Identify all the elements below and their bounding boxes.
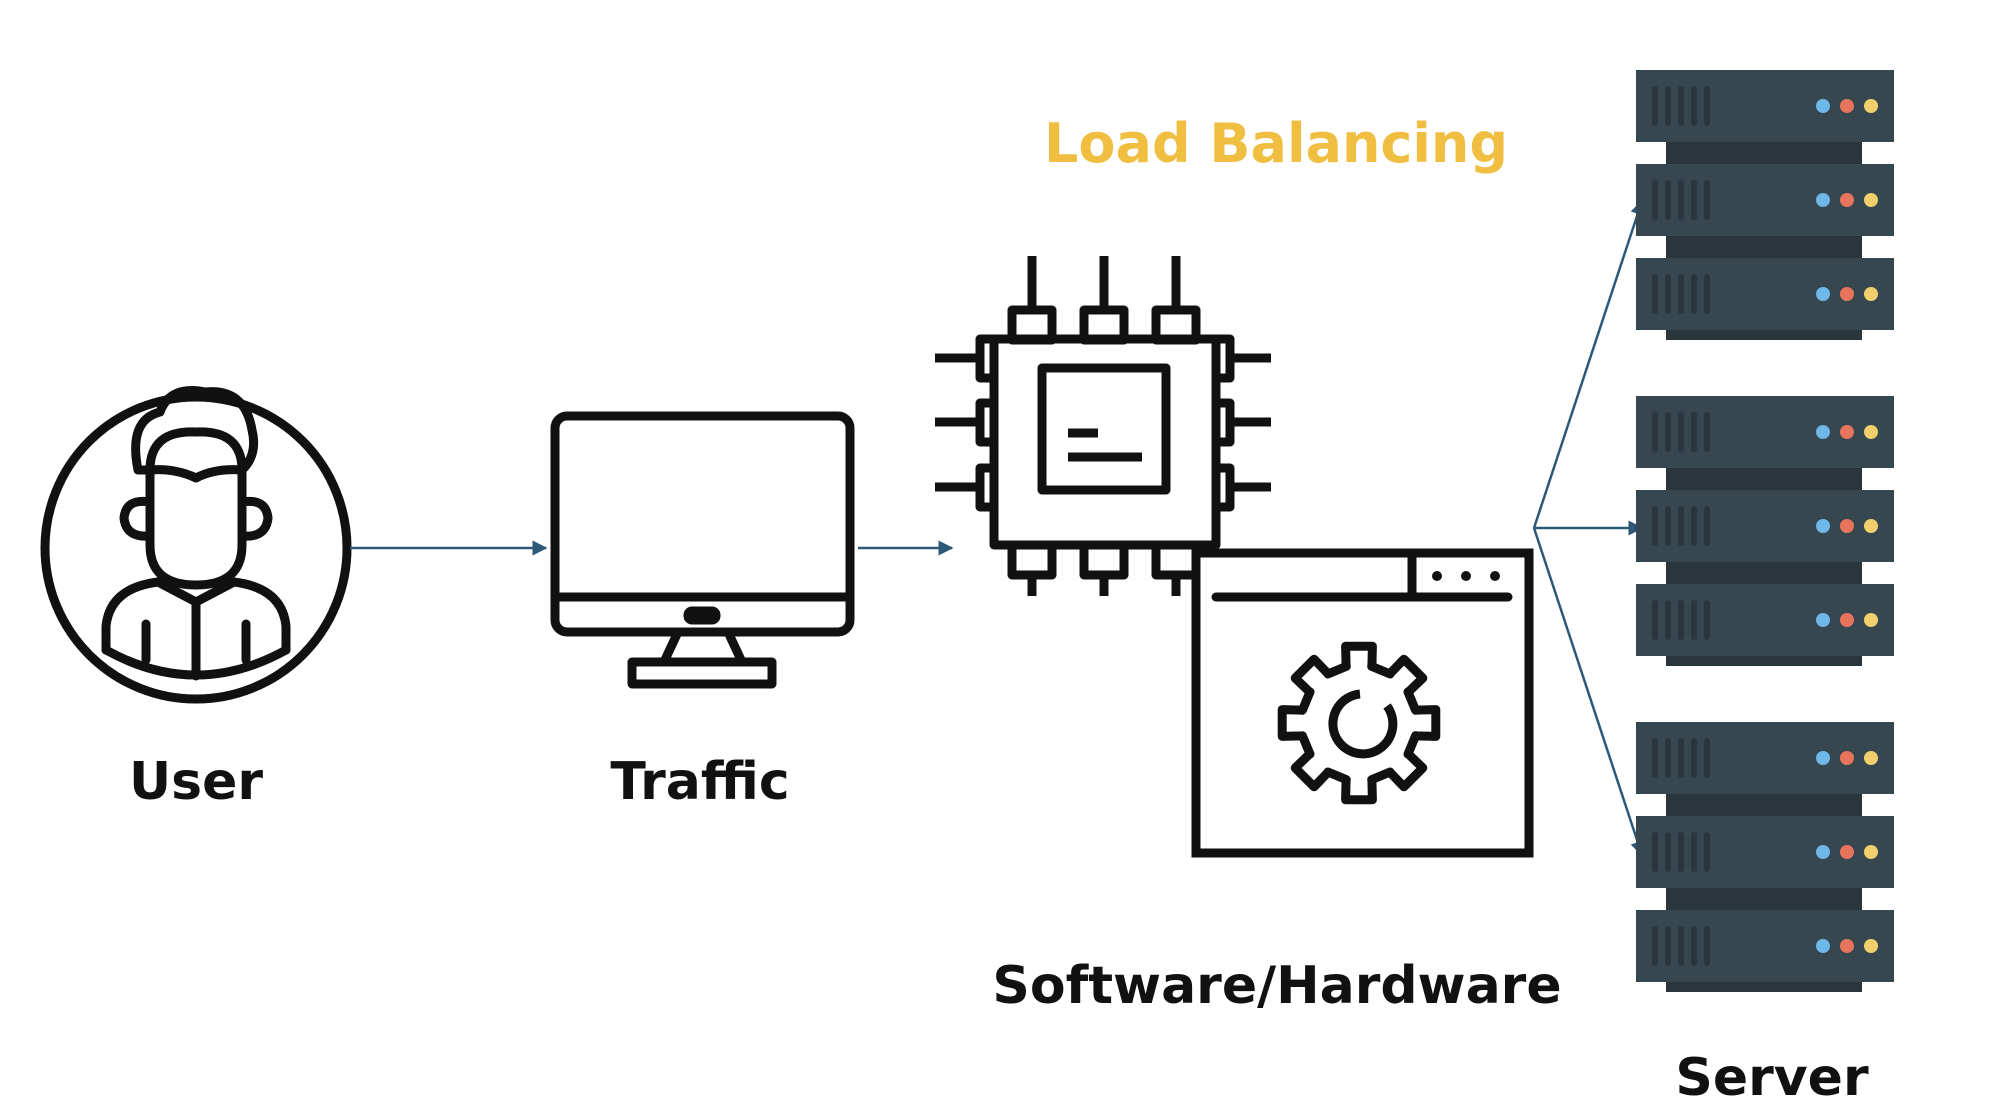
status-led bbox=[1816, 845, 1830, 859]
user-icon bbox=[40, 386, 352, 704]
status-led bbox=[1864, 613, 1878, 627]
status-led bbox=[1864, 845, 1878, 859]
server-rack-icon bbox=[1636, 722, 1894, 992]
flow-arrows bbox=[350, 199, 1645, 857]
status-led bbox=[1840, 193, 1854, 207]
arrow-balancer-to-server-top bbox=[1532, 199, 1645, 529]
status-led bbox=[1840, 939, 1854, 953]
status-led bbox=[1816, 939, 1830, 953]
status-led bbox=[1864, 939, 1878, 953]
status-led bbox=[1816, 425, 1830, 439]
status-led bbox=[1864, 99, 1878, 113]
diagram-title: Load Balancing bbox=[1043, 112, 1509, 175]
settings-window-icon bbox=[1191, 548, 1534, 858]
traffic-label: Traffic bbox=[610, 752, 790, 812]
server-label: Server bbox=[1675, 1048, 1869, 1108]
status-led bbox=[1816, 613, 1830, 627]
status-led bbox=[1840, 613, 1854, 627]
status-led bbox=[1840, 425, 1854, 439]
load-balancer-label: Software/Hardware bbox=[992, 956, 1562, 1016]
status-led bbox=[1816, 519, 1830, 533]
server-unit bbox=[1636, 164, 1894, 236]
user-label: User bbox=[128, 752, 264, 812]
status-led bbox=[1816, 193, 1830, 207]
status-led bbox=[1840, 99, 1854, 113]
server-racks bbox=[1636, 70, 1894, 992]
status-led bbox=[1864, 519, 1878, 533]
status-led bbox=[1864, 287, 1878, 301]
arrow-balancer-to-server-bottom bbox=[1532, 527, 1645, 857]
status-led bbox=[1816, 99, 1830, 113]
status-led bbox=[1816, 287, 1830, 301]
server-unit bbox=[1636, 816, 1894, 888]
status-led bbox=[1840, 751, 1854, 765]
status-led bbox=[1864, 425, 1878, 439]
status-led bbox=[1864, 193, 1878, 207]
server-unit bbox=[1636, 584, 1894, 656]
server-rack-icon bbox=[1636, 396, 1894, 666]
gear-icon bbox=[1277, 641, 1441, 805]
server-unit bbox=[1636, 396, 1894, 468]
status-led bbox=[1840, 845, 1854, 859]
server-unit bbox=[1636, 910, 1894, 982]
server-unit bbox=[1636, 722, 1894, 794]
monitor-icon bbox=[550, 411, 855, 689]
server-unit bbox=[1636, 70, 1894, 142]
server-unit bbox=[1636, 490, 1894, 562]
status-led bbox=[1840, 519, 1854, 533]
server-unit bbox=[1636, 258, 1894, 330]
server-rack-icon bbox=[1636, 70, 1894, 340]
status-led bbox=[1840, 287, 1854, 301]
status-led bbox=[1816, 751, 1830, 765]
chip-icon bbox=[935, 256, 1271, 596]
status-led bbox=[1864, 751, 1878, 765]
